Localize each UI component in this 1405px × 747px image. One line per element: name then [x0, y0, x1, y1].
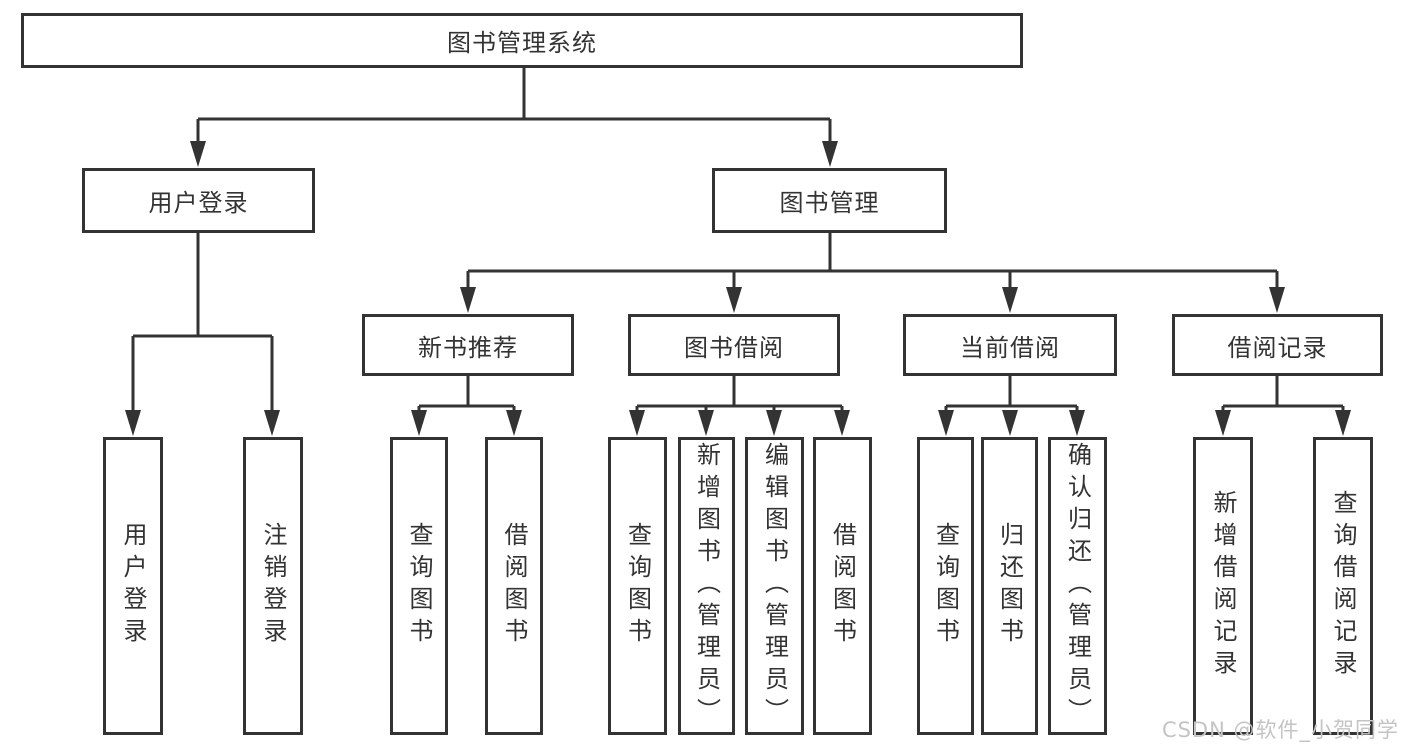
node-current-borrow: 当前借阅: [903, 314, 1117, 376]
leaf-borrow-add-books-admin: 新增图书（管理员）: [678, 437, 735, 735]
node-book-management: 图书管理: [712, 168, 947, 233]
node-book-borrow-label: 图书借阅: [684, 333, 784, 362]
leaf-logout-label: 注销登录: [259, 522, 287, 650]
leaf-newrec-borrow-books-label: 借阅图书: [500, 522, 528, 650]
leaf-logout: 注销登录: [243, 437, 303, 735]
leaf-borrow-edit-books-admin-label: 编辑图书（管理员）: [760, 442, 789, 730]
leaf-borrow-query-books-label: 查询图书: [623, 522, 652, 650]
node-current-borrow-label: 当前借阅: [960, 333, 1060, 362]
connector-root-to-level2: [190, 68, 838, 167]
leaf-borrow-add-books-admin-label: 新增图书（管理员）: [692, 442, 721, 730]
leaf-records-add-borrow-record-label: 新增借阅记录: [1209, 490, 1237, 682]
leaf-current-confirm-return-admin: 确认归还（管理员）: [1048, 437, 1107, 735]
leaf-records-add-borrow-record: 新增借阅记录: [1193, 437, 1253, 735]
node-library-system-label: 图书管理系统: [447, 29, 597, 57]
node-user-login: 用户登录: [82, 168, 315, 233]
connector-records-to-leaves: [1215, 376, 1351, 436]
leaf-current-return-books-label: 归还图书: [995, 522, 1024, 650]
leaf-newrec-query-books-label: 查询图书: [405, 522, 433, 650]
leaf-user-login: 用户登录: [103, 437, 163, 735]
leaf-user-login-label: 用户登录: [119, 522, 147, 650]
leaf-records-query-borrow-record: 查询借阅记录: [1313, 437, 1373, 735]
node-book-borrow: 图书借阅: [628, 314, 840, 376]
connector-mgmt-to-level3: [460, 233, 1285, 313]
leaf-borrow-borrow-books: 借阅图书: [813, 437, 872, 735]
leaf-newrec-query-books: 查询图书: [390, 437, 448, 735]
node-new-book-recommend-label: 新书推荐: [418, 333, 518, 362]
node-new-book-recommend: 新书推荐: [362, 314, 574, 376]
node-book-management-label: 图书管理: [779, 189, 880, 217]
connector-borrow-to-leaves: [629, 376, 850, 436]
leaf-borrow-borrow-books-label: 借阅图书: [828, 522, 857, 650]
connector-login-to-leaves: [125, 233, 280, 436]
node-library-system: 图书管理系统: [21, 13, 1023, 68]
leaf-borrow-edit-books-admin: 编辑图书（管理员）: [745, 437, 804, 735]
connector-current-to-leaves: [938, 376, 1085, 436]
leaf-borrow-query-books: 查询图书: [608, 437, 667, 735]
leaf-current-query-books: 查询图书: [917, 437, 974, 735]
node-user-login-label: 用户登录: [148, 189, 249, 217]
leaf-current-return-books: 归还图书: [981, 437, 1038, 735]
connector-newrec-to-leaves: [411, 376, 522, 436]
leaf-newrec-borrow-books: 借阅图书: [485, 437, 543, 735]
leaf-current-confirm-return-admin-label: 确认归还（管理员）: [1063, 442, 1092, 730]
csdn-watermark: CSDN @软件_小贺同学: [1161, 718, 1399, 742]
node-borrow-records-label: 借阅记录: [1227, 333, 1328, 362]
node-borrow-records: 借阅记录: [1172, 314, 1383, 376]
leaf-records-query-borrow-record-label: 查询借阅记录: [1329, 490, 1357, 682]
leaf-current-query-books-label: 查询图书: [931, 522, 960, 650]
